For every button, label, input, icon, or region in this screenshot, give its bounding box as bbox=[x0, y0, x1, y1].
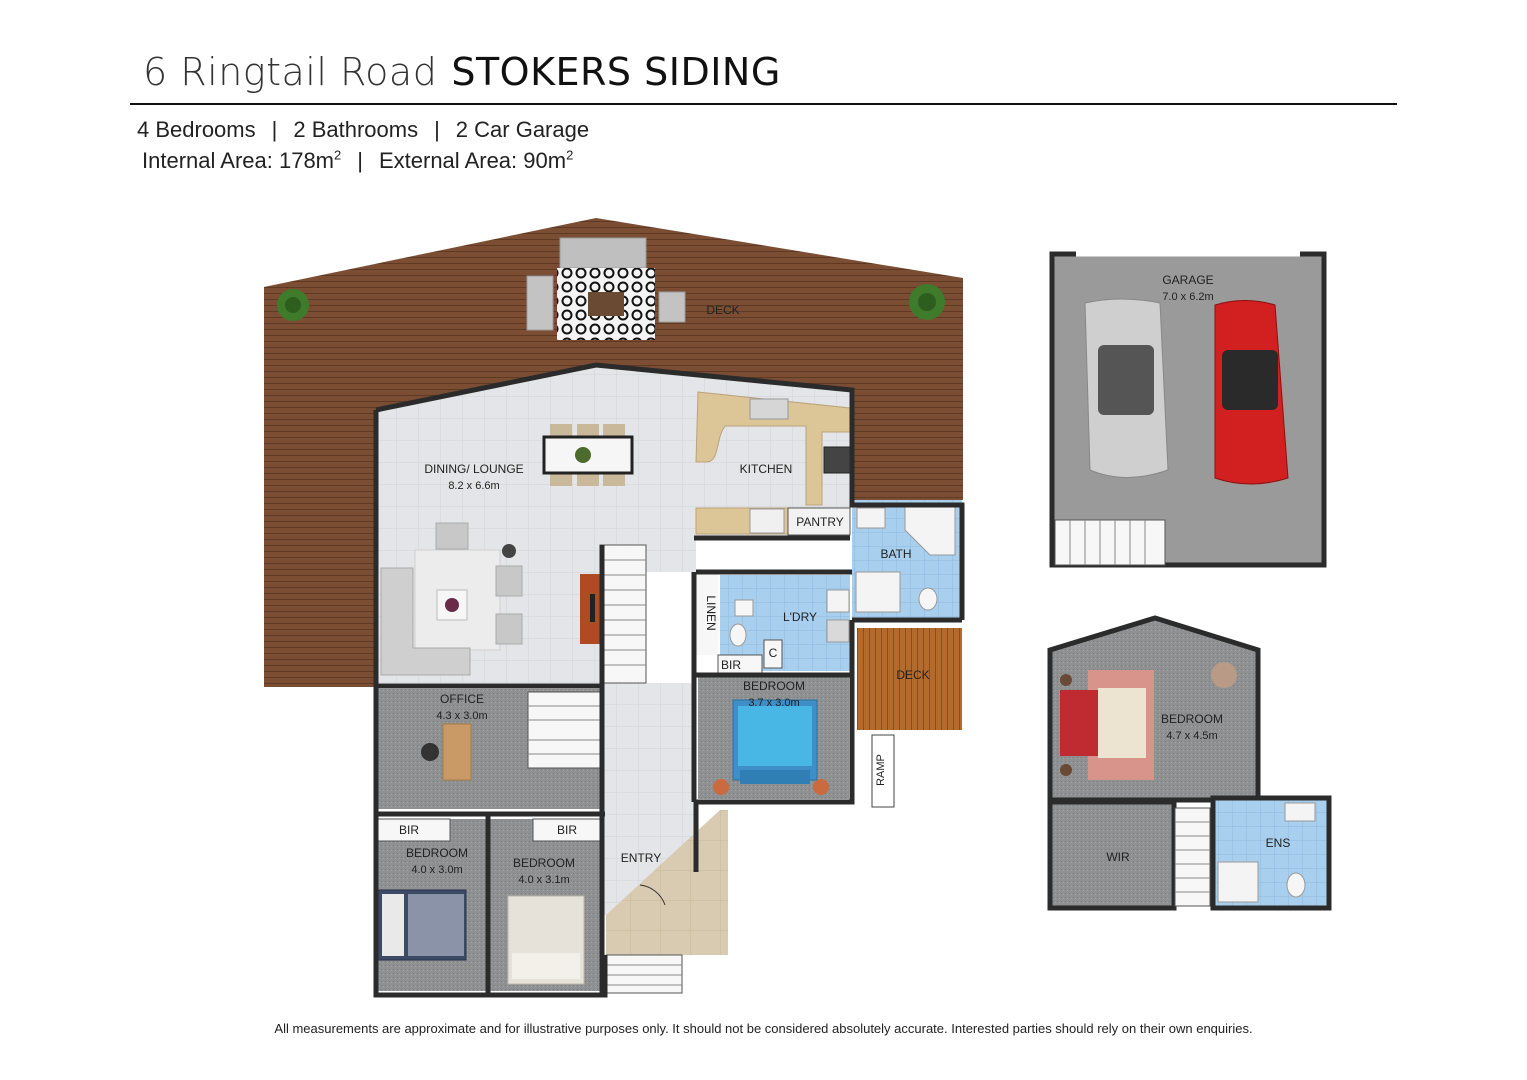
bedroom-right-size: 4.0 x 3.1m bbox=[518, 874, 569, 886]
dining-table bbox=[542, 435, 634, 475]
suburb-name: STOKERS SIDING bbox=[451, 50, 781, 94]
sofa bbox=[380, 567, 471, 676]
bedroom-mid-size: 3.7 x 3.0m bbox=[748, 697, 799, 709]
external-area: External Area: 90m2 bbox=[378, 148, 574, 174]
fridge-icon bbox=[749, 508, 785, 534]
office-label: OFFICE bbox=[440, 692, 484, 706]
garage-count: 2 Car Garage bbox=[455, 117, 590, 142]
sink-icon bbox=[749, 398, 789, 420]
pantry-label: PANTRY bbox=[796, 515, 844, 529]
office-desk bbox=[442, 723, 472, 781]
ens-label: ENS bbox=[1266, 836, 1291, 850]
bedroom-right: BIR BEDROOM 4.0 x 3.1m bbox=[489, 818, 602, 991]
stairs bbox=[599, 544, 647, 684]
bathrooms-count: 2 Bathrooms bbox=[293, 117, 419, 142]
ramp-label: RAMP bbox=[875, 754, 887, 786]
garage-label: GARAGE bbox=[1162, 273, 1213, 287]
upper-bedroom-size: 4.7 x 4.5m bbox=[1166, 730, 1217, 742]
office: OFFICE 4.3 x 3.0m bbox=[378, 689, 601, 809]
page-title: 6 Ringtail Road STOKERS SIDING bbox=[143, 50, 781, 94]
cupboard-label: C bbox=[769, 646, 778, 660]
internal-area: Internal Area: 178m2 bbox=[142, 148, 342, 174]
disclaimer: All measurements are approximate and for… bbox=[274, 1021, 1253, 1036]
wir-label: WIR bbox=[1106, 850, 1130, 864]
upper-bedroom-label: BEDROOM bbox=[1161, 712, 1223, 726]
separator: | bbox=[434, 117, 440, 142]
bedroom-right-label: BEDROOM bbox=[513, 856, 575, 870]
bir-main-label: BIR bbox=[721, 658, 741, 672]
dining-lounge-size: 8.2 x 6.6m bbox=[448, 480, 499, 492]
bedroom-left-label: BEDROOM bbox=[406, 846, 468, 860]
bedrooms-count: 4 Bedrooms bbox=[137, 117, 256, 142]
bath-label: BATH bbox=[880, 547, 911, 561]
living-area: PANTRY DINING/ LOUNGE 8.2 x 6.6m KITCHEN bbox=[378, 367, 851, 683]
dining-lounge-label: DINING/ LOUNGE bbox=[424, 462, 523, 476]
deck-side-label: DECK bbox=[896, 668, 929, 682]
entry-label: ENTRY bbox=[621, 851, 661, 865]
office-stairs bbox=[527, 691, 601, 769]
property-areas: Internal Area: 178m2 | External Area: 90m2 bbox=[142, 148, 573, 174]
street-address: 6 Ringtail Road bbox=[143, 50, 438, 94]
entry-steps bbox=[605, 954, 683, 994]
cooktop-icon bbox=[823, 446, 851, 474]
bir-right-label: BIR bbox=[557, 823, 577, 837]
upper-floor: BEDROOM 4.7 x 4.5m WIR ENS bbox=[1047, 615, 1332, 911]
laundry-label: L'DRY bbox=[783, 610, 817, 624]
kitchen-label: KITCHEN bbox=[740, 462, 793, 476]
bedroom-left-size: 4.0 x 3.0m bbox=[411, 864, 462, 876]
linen-label: LINEN bbox=[704, 595, 718, 630]
separator: | bbox=[271, 117, 278, 142]
property-summary: 4 Bedrooms | 2 Bathrooms | 2 Car Garage bbox=[137, 117, 589, 143]
title-divider bbox=[130, 103, 1397, 105]
laundry-area: LINEN C L'DRY BIR bbox=[696, 575, 850, 678]
garage: GARAGE 7.0 x 6.2m bbox=[1049, 251, 1327, 568]
deck-top-label: DECK bbox=[706, 303, 739, 317]
side-deck: DECK RAMP bbox=[857, 628, 962, 808]
bath-room: BATH bbox=[852, 500, 962, 618]
separator: | bbox=[357, 148, 363, 174]
deck-top: DECK bbox=[264, 218, 963, 687]
kitchen-bench bbox=[695, 391, 851, 506]
bedroom-mid-label: BEDROOM bbox=[743, 679, 805, 693]
bir-left-label: BIR bbox=[399, 823, 419, 837]
garage-size: 7.0 x 6.2m bbox=[1162, 291, 1213, 303]
bedroom-left: BIR BEDROOM 4.0 x 3.0m bbox=[373, 818, 486, 991]
upper-stairs bbox=[1174, 807, 1211, 907]
office-size: 4.3 x 3.0m bbox=[436, 710, 487, 722]
bedroom-mid: BEDROOM 3.7 x 3.0m bbox=[698, 677, 849, 799]
exterior-walls bbox=[373, 362, 965, 998]
